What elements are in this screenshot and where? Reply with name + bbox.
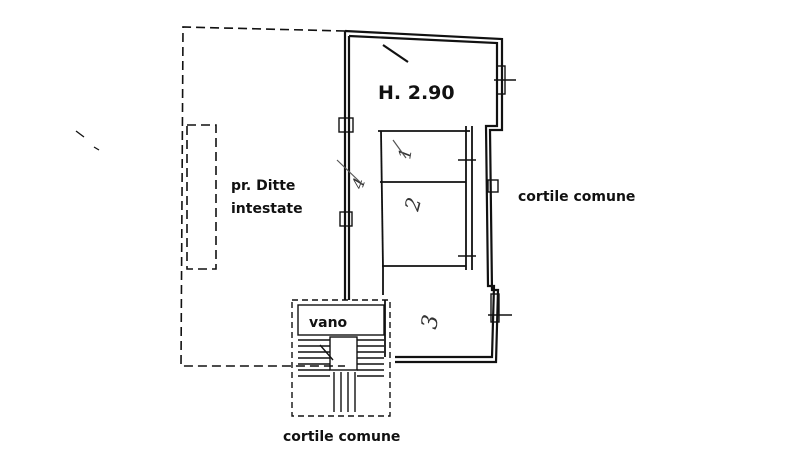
room-number-2: 2 — [399, 195, 426, 214]
courtyard-south-label: cortile comune — [283, 429, 400, 445]
neighbor-label-line1: pr. Ditte — [231, 178, 295, 194]
stairwell — [291, 299, 391, 417]
neighbor-label-line2: intestate — [231, 201, 303, 217]
courtyard-east-label: cortile comune — [518, 189, 635, 205]
neighbor-property-outline — [180, 26, 346, 367]
interior-partitions — [378, 126, 473, 357]
apartment-outer-walls — [343, 29, 504, 364]
room-annotations: 1 2 3 4 — [75, 44, 444, 331]
room-number-3: 3 — [417, 313, 444, 331]
stair-label: vano — [309, 315, 348, 331]
ceiling-height-label: H. 2.90 — [378, 82, 455, 104]
window-marks — [338, 65, 516, 323]
